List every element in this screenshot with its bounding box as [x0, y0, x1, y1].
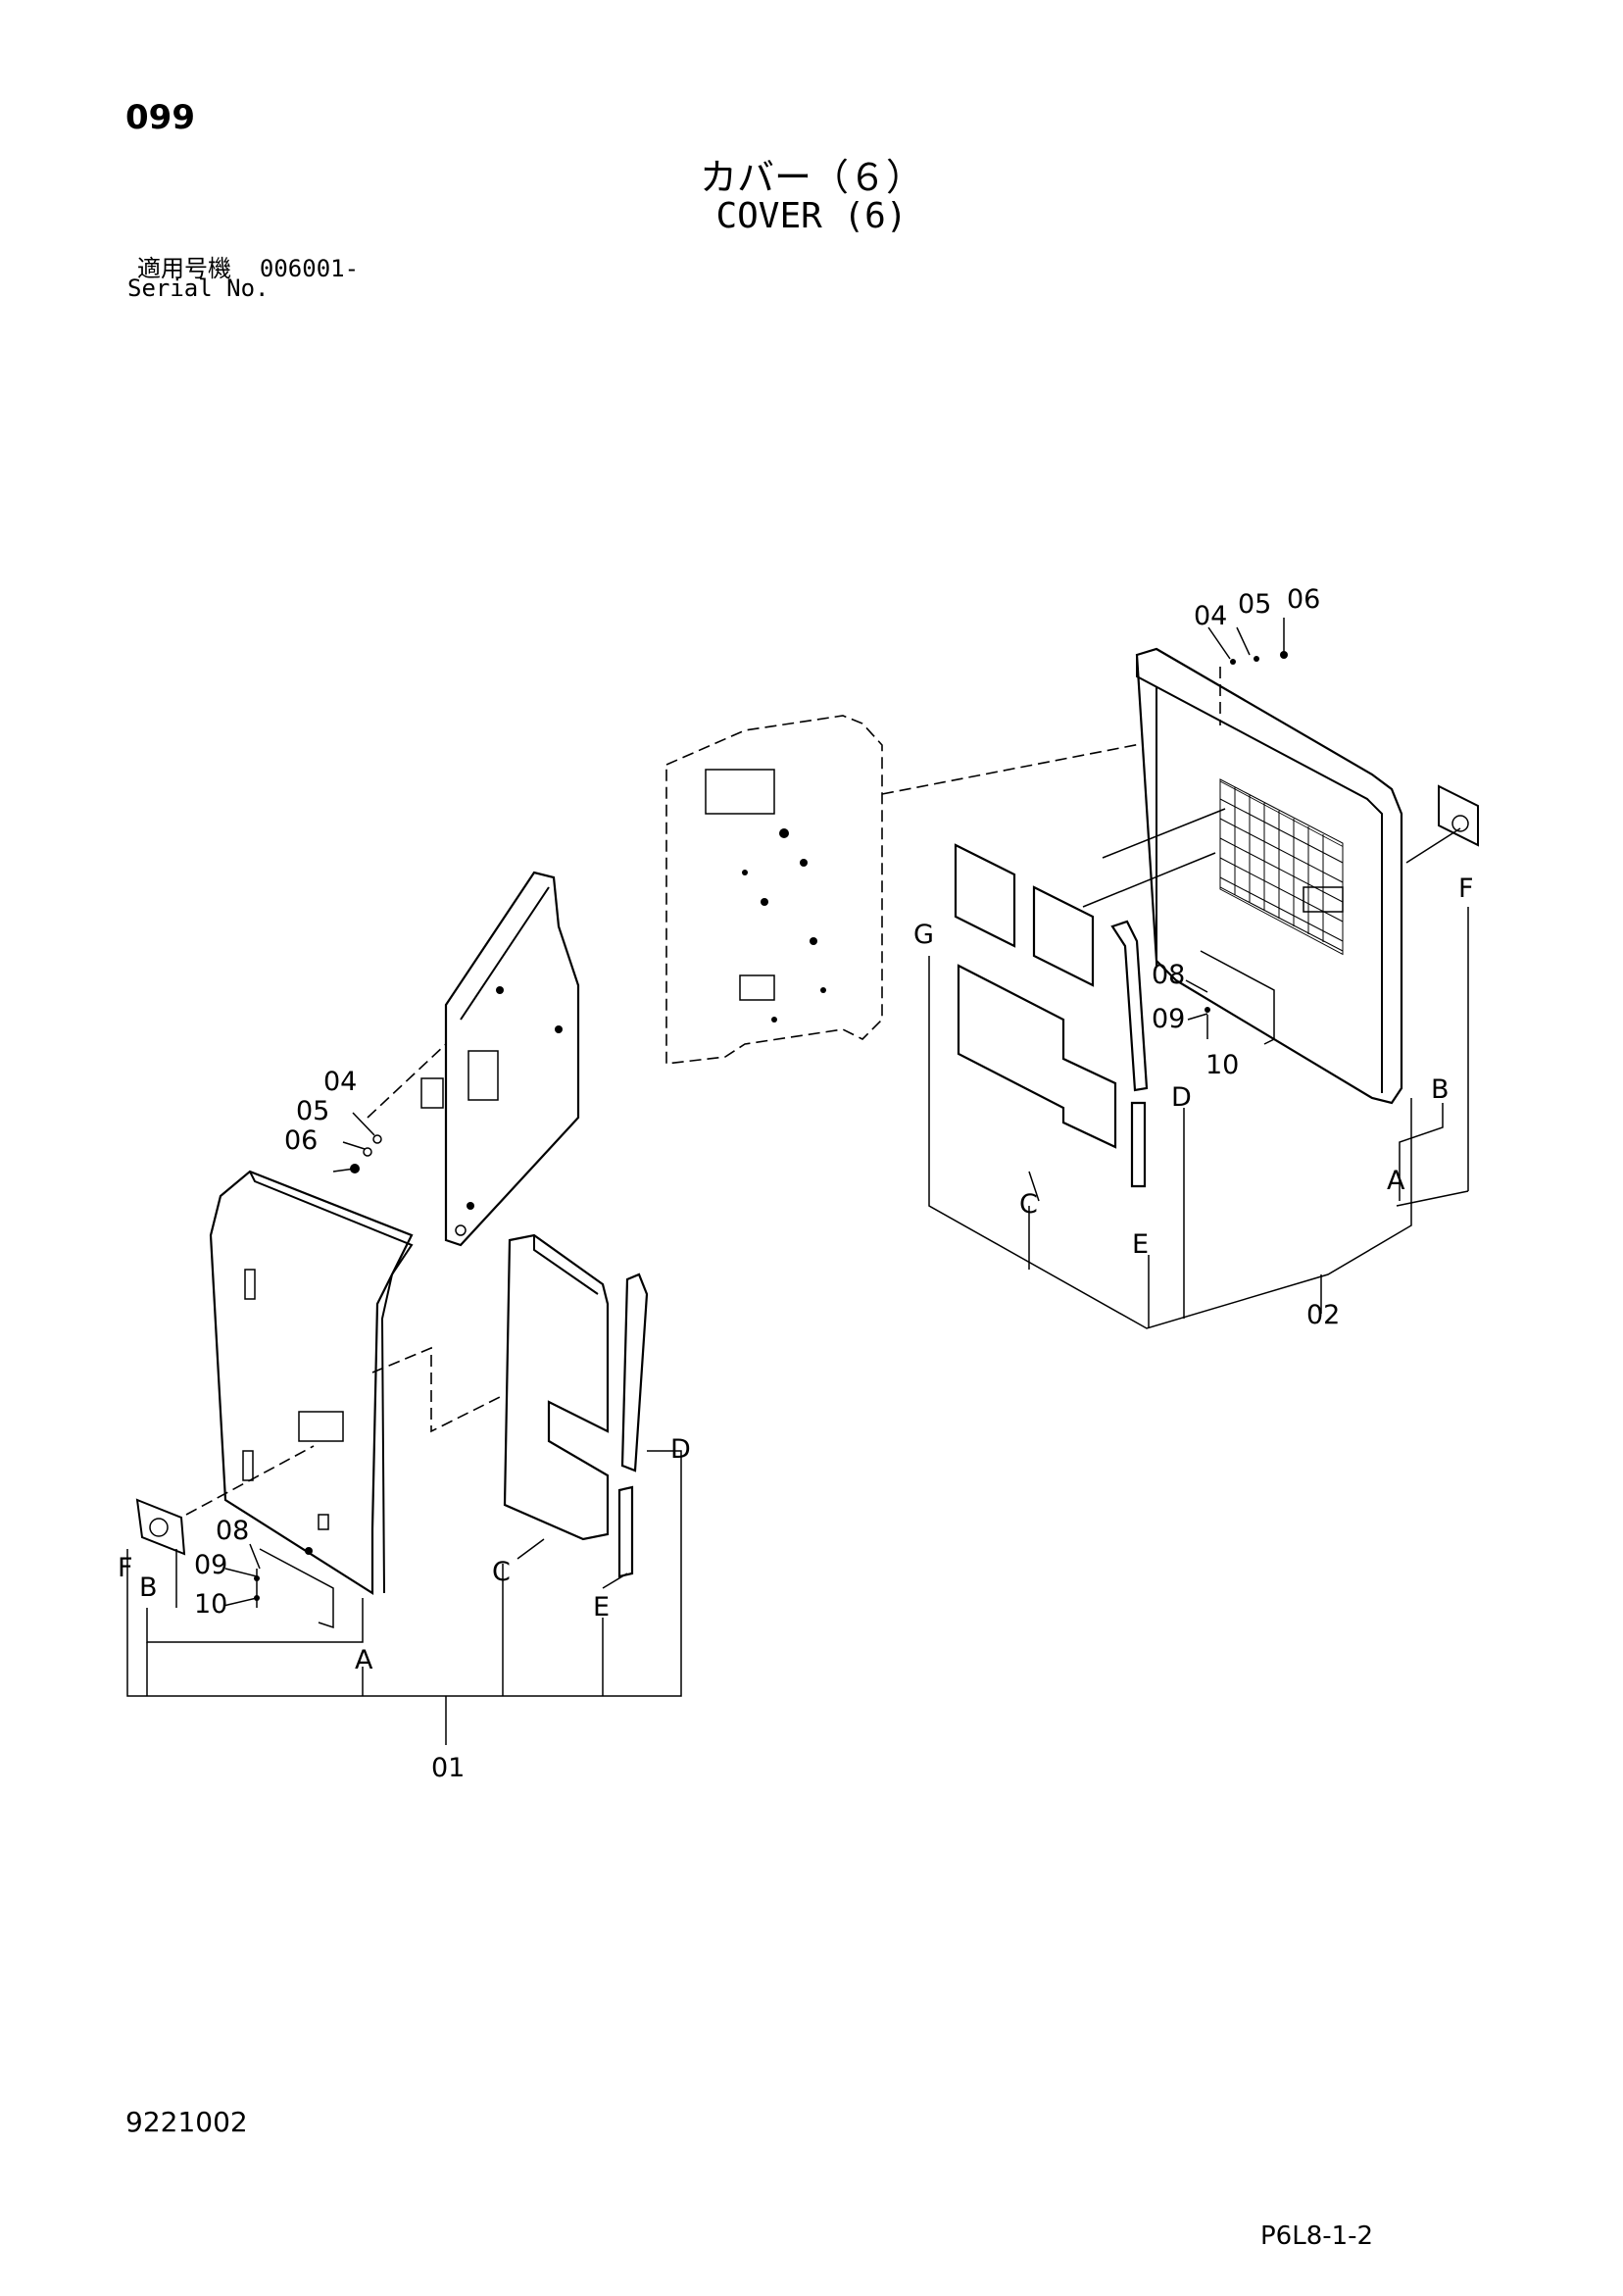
left-dashed-latch	[185, 1445, 315, 1516]
right-callout-06: 06	[1287, 584, 1320, 615]
right-callout-e: E	[1132, 1229, 1149, 1260]
left-callout-10: 10	[194, 1589, 227, 1620]
right-pad-g2	[1032, 885, 1095, 987]
right-seal-d	[1110, 920, 1149, 1092]
left-leader-lines	[126, 1450, 682, 1745]
right-callout-10: 10	[1205, 1050, 1239, 1080]
left-callout-e: E	[593, 1592, 610, 1622]
sheet-code: P6L8-1-2	[1260, 2221, 1374, 2251]
left-callout-06: 06	[284, 1125, 318, 1156]
left-callout-c: C	[492, 1557, 511, 1587]
left-fasteners-bottom	[222, 1543, 261, 1608]
page-title-en: COVER (6)	[715, 196, 908, 236]
left-inner-plate	[420, 871, 580, 1247]
right-callout-b: B	[1431, 1074, 1450, 1105]
left-assembly: 04 05 06 08 09 10 F B A C D E 01	[118, 871, 691, 1783]
left-seal-d	[620, 1273, 649, 1472]
serial-value: 006001-	[259, 255, 360, 282]
left-callout-05: 05	[296, 1096, 329, 1126]
right-fasteners-bottom	[1185, 979, 1210, 1039]
right-callout-g: G	[913, 920, 934, 950]
left-callout-d: D	[670, 1434, 691, 1465]
left-fasteners-top	[332, 1043, 447, 1173]
right-fasteners-top	[1207, 618, 1288, 725]
right-main-cover	[1135, 647, 1403, 1105]
right-callout-05: 05	[1238, 589, 1271, 620]
right-callout-04: 04	[1194, 601, 1227, 631]
right-leader-lines	[928, 808, 1469, 1329]
left-seal-e	[617, 1485, 634, 1578]
right-callout-09: 09	[1152, 1004, 1185, 1034]
right-back-plate	[665, 715, 1187, 1065]
right-callout-02: 02	[1306, 1300, 1340, 1330]
left-callout-04: 04	[323, 1067, 357, 1097]
right-callout-a: A	[1387, 1166, 1405, 1196]
right-pad-g1	[954, 843, 1016, 948]
left-dashed-path	[371, 1346, 501, 1433]
right-seal-e	[1130, 1101, 1147, 1188]
right-callout-d: D	[1171, 1082, 1192, 1113]
left-main-cover	[209, 1170, 414, 1629]
serial-label-jp: 適用号機 006001-	[137, 249, 359, 283]
left-latch	[135, 1498, 186, 1556]
page-number: 099	[125, 98, 195, 137]
right-assembly: 04 05 06 08 09 10 G F B A D C E 02	[665, 584, 1479, 1330]
left-callout-b: B	[139, 1572, 158, 1603]
right-callout-f: F	[1458, 873, 1474, 904]
right-callout-08: 08	[1152, 960, 1185, 990]
left-callout-f: F	[118, 1553, 133, 1583]
left-callout-08: 08	[216, 1516, 249, 1546]
right-mesh-grill	[1219, 778, 1344, 952]
right-latch	[1438, 784, 1479, 847]
document-number: 9221002	[125, 2106, 248, 2138]
right-insulation-c	[957, 964, 1117, 1149]
serial-label-en: Serial No.	[127, 275, 270, 302]
serial-label-jp-text: 適用号機	[137, 255, 231, 282]
left-callout-09: 09	[194, 1550, 227, 1580]
left-callout-01: 01	[431, 1753, 465, 1783]
left-callout-a: A	[355, 1645, 373, 1675]
left-insulation-c	[503, 1233, 610, 1541]
page-title-jp: カバー（６）	[699, 156, 923, 199]
right-callout-c: C	[1019, 1189, 1038, 1220]
